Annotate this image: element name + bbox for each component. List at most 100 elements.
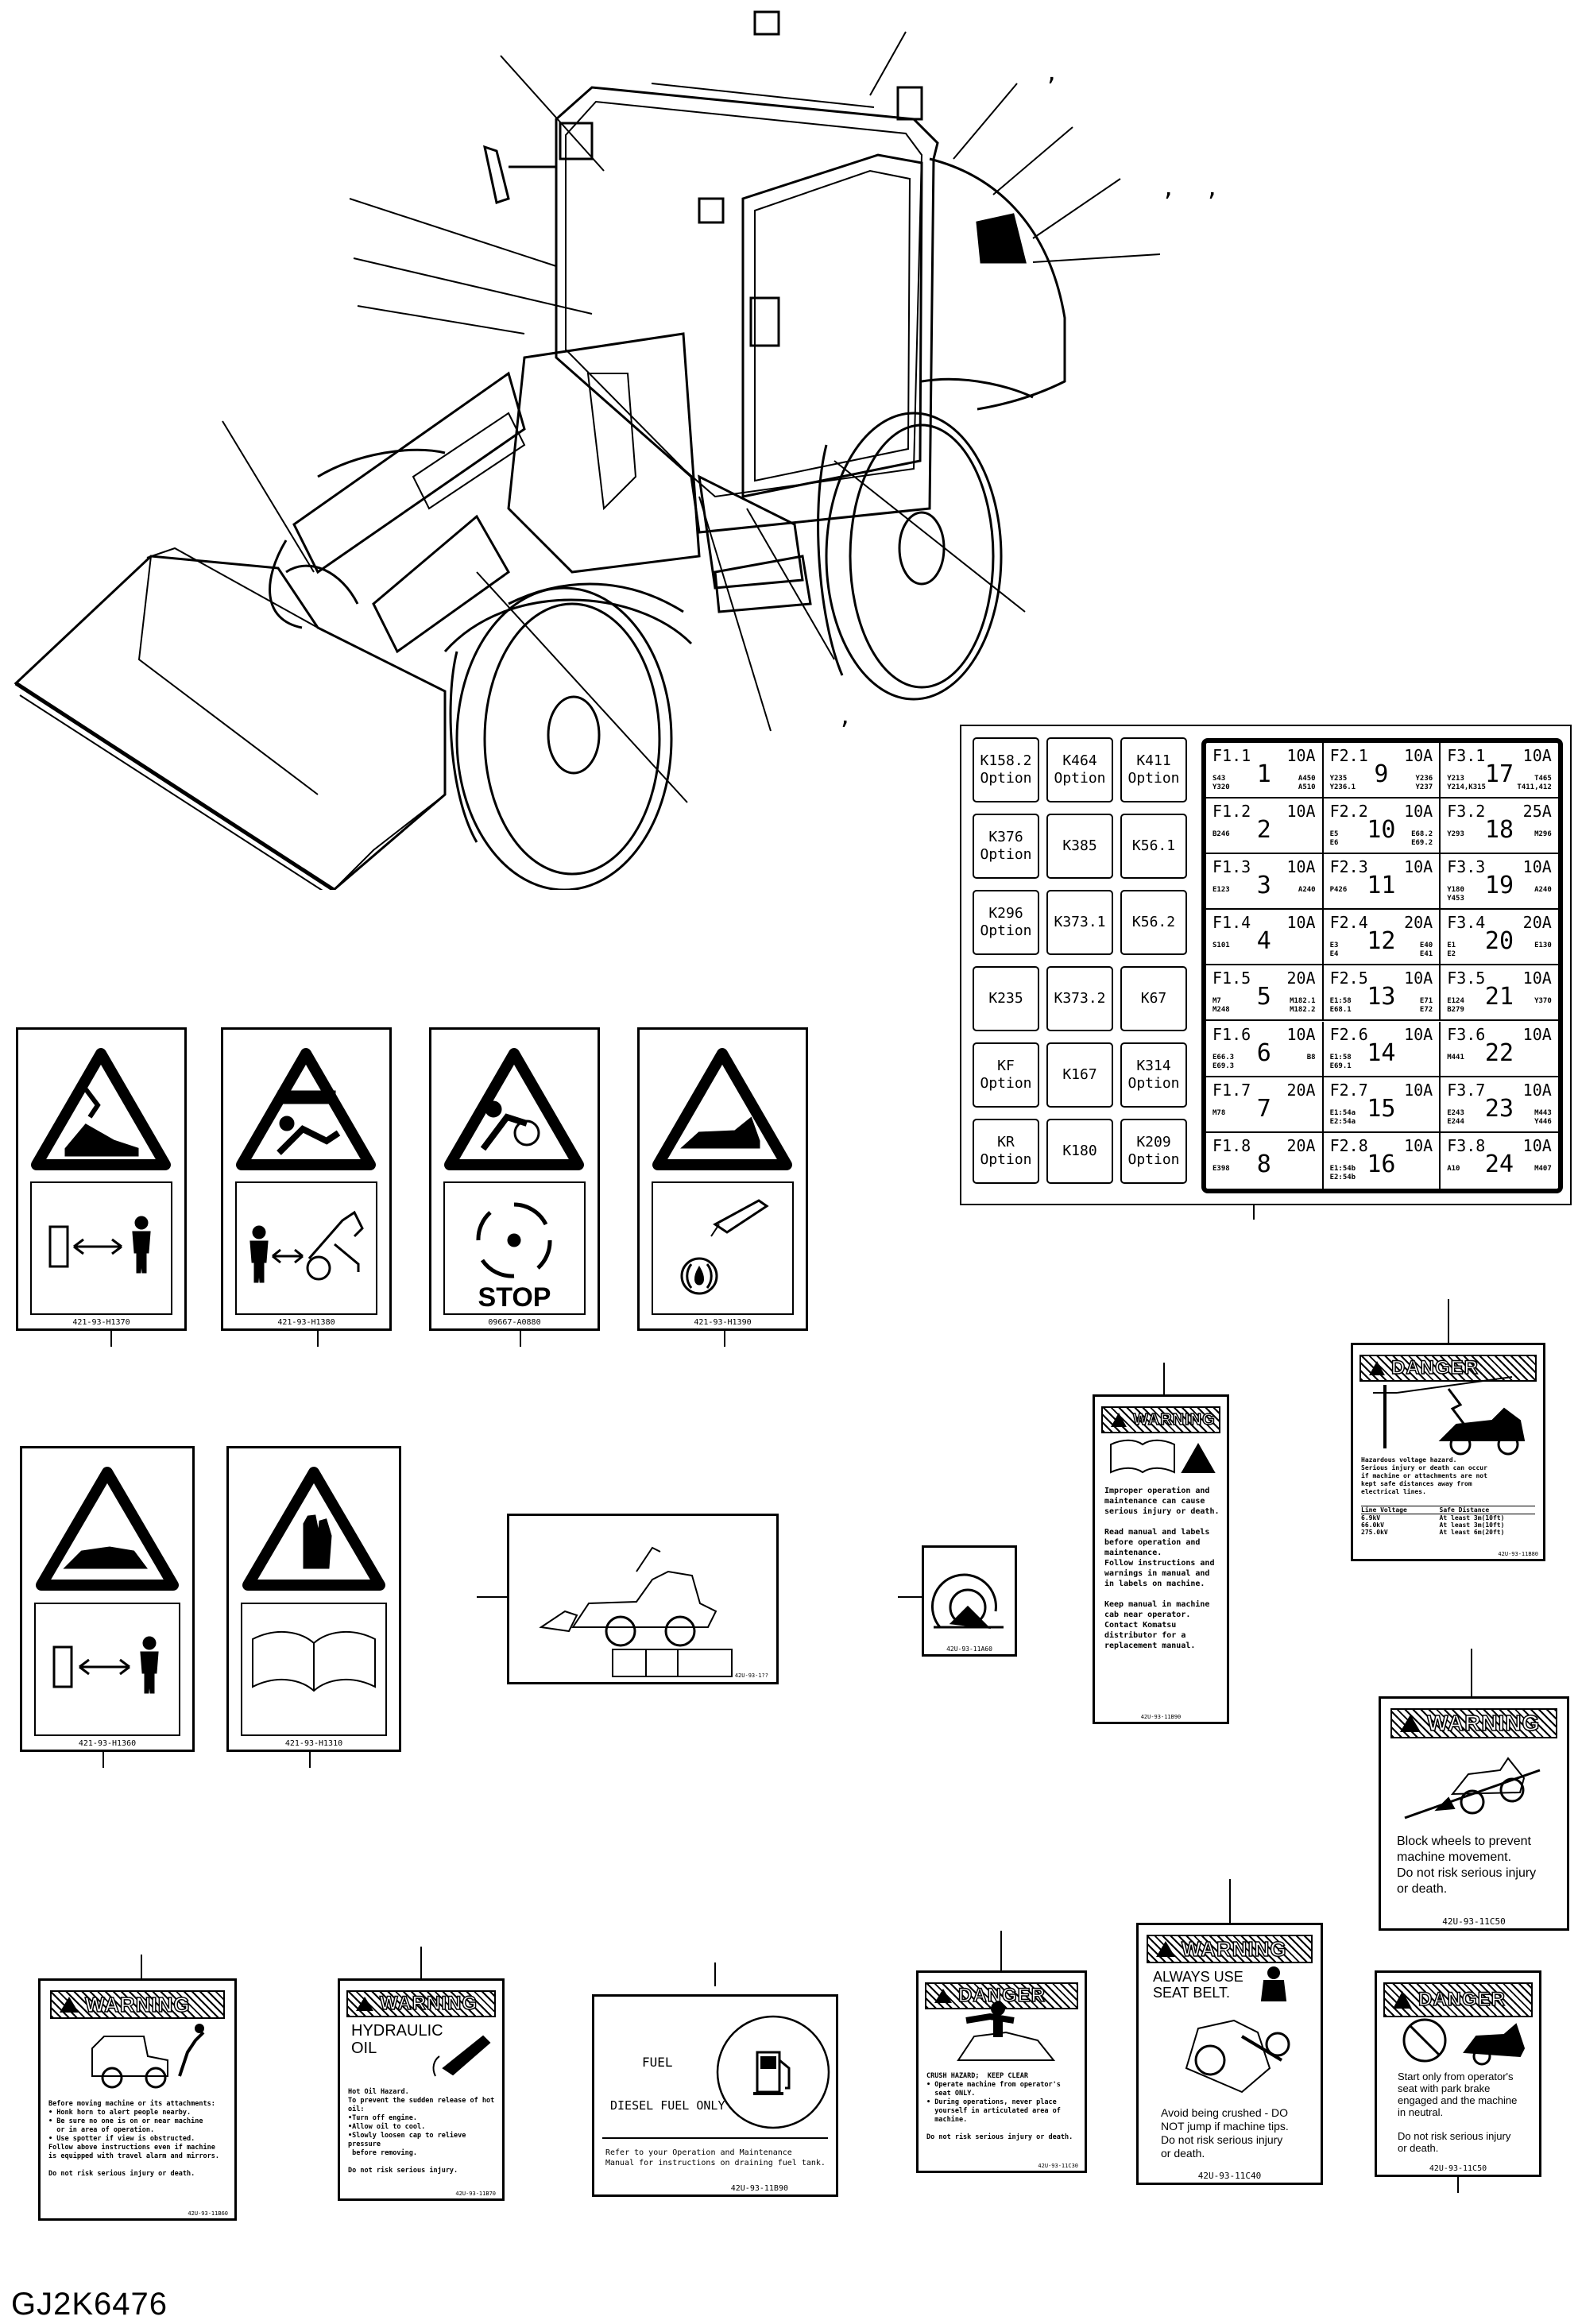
fuse-circuits-right: Y370	[1534, 997, 1552, 1006]
relay-box: K56.2	[1120, 890, 1187, 955]
relay-box: K373.1	[1046, 890, 1113, 955]
fuse-circuits-left: S101	[1213, 942, 1230, 950]
fuse-rating: 10A	[1522, 1135, 1552, 1155]
fuse-circuits-left: E1:58 E68.1	[1329, 997, 1352, 1015]
relay-box: K411 Option	[1120, 737, 1187, 802]
decal-pictogram-6: 421-93-H1310	[226, 1446, 401, 1752]
fuse-circuits-right: A450 A510	[1298, 775, 1316, 791]
relay-box: KF Option	[973, 1042, 1039, 1108]
relay-box: K56.1	[1120, 814, 1187, 879]
fuse-number: 18	[1484, 816, 1514, 845]
fuse-circuits-left: E243 E244	[1447, 1108, 1464, 1126]
relay-box: K158.2 Option	[973, 737, 1039, 802]
warning-header: WARNING	[84, 1992, 191, 2017]
fuse-rating: 25A	[1522, 802, 1552, 822]
fuse-circuits-left: Y180 Y453	[1447, 886, 1464, 903]
leader-lines	[222, 31, 1161, 803]
fuse-circuits-left: E124 B279	[1447, 997, 1464, 1015]
fuse-id: F1.6	[1213, 1024, 1251, 1044]
fuel-instructions: Refer to your Operation and Maintenance …	[605, 2148, 826, 2167]
fuse-rating: 10A	[1522, 857, 1552, 877]
fuse-id: F1.3	[1213, 857, 1251, 877]
fuse-id: F3.2	[1447, 802, 1486, 822]
warning-header: WARNING	[1181, 1936, 1287, 1962]
relay-box: K373.2	[1046, 966, 1113, 1031]
decal-hydraulic-diagram: 42U-93-1??	[507, 1514, 779, 1684]
relay-box: K385	[1046, 814, 1113, 879]
hydraulic-oil-code: 42U-93-11B70	[455, 2191, 496, 2197]
fuse-number: 7	[1256, 1094, 1271, 1123]
fuse-number: 9	[1374, 760, 1389, 788]
fuse-circuits-left: S43 Y320	[1213, 775, 1230, 791]
fuse-id: F2.6	[1329, 1024, 1368, 1044]
relay-box: K235	[973, 966, 1039, 1031]
fuse-circuits-right: M407	[1534, 1164, 1552, 1173]
seat-belt-code: 42U-93-11C40	[1197, 2171, 1262, 2181]
fuse-id: F3.6	[1447, 1024, 1486, 1044]
fuse-rating: 20A	[1286, 969, 1316, 988]
fuse-number: 5	[1256, 983, 1271, 1011]
fuse-circuits-left: E1 E2	[1447, 942, 1456, 959]
fuse-number: 23	[1484, 1094, 1514, 1123]
decal-manual-warning: WARNING Improper operation and maintenan…	[1093, 1394, 1229, 1724]
fuse-circuits-right: A240	[1298, 886, 1316, 895]
danger-header: DANGER	[1390, 1356, 1479, 1379]
fuse-id: F2.1	[1329, 746, 1368, 765]
fuse-circuits-left: M78	[1213, 1108, 1226, 1117]
fuse-id: F3.1	[1447, 746, 1486, 765]
fuse-number: 24	[1484, 1150, 1514, 1178]
decal-start-danger: DANGER Start only from operator's seat w…	[1375, 1970, 1541, 2177]
danger-header: DANGER	[1417, 1988, 1506, 2011]
front-wheel	[443, 586, 693, 890]
fuse-rating: 10A	[1522, 969, 1552, 988]
fuse-id: F3.5	[1447, 969, 1486, 988]
fuse-number: 21	[1484, 983, 1514, 1011]
decal-pictogram-3: STOP 09667-A0880	[429, 1027, 600, 1331]
fuse-rating: 10A	[1404, 969, 1433, 988]
rear-wheel	[817, 412, 1003, 701]
attachments-warning-code: 42U-93-11B60	[188, 2210, 228, 2217]
decal-attachments-warning: WARNING Before moving machine or its att…	[38, 1978, 237, 2221]
fuse-rating: 10A	[1404, 802, 1433, 822]
hydraulic-oil-text: Hot Oil Hazard. To prevent the sudden re…	[348, 2088, 495, 2175]
seat-belt-text: Avoid being crushed - DO NOT jump if mac…	[1161, 2106, 1289, 2160]
relay-box: KR Option	[973, 1119, 1039, 1184]
fuse-number: 15	[1367, 1094, 1396, 1123]
pictogram-code: 09667-A0880	[488, 1318, 541, 1327]
fuse-number: 20	[1484, 927, 1514, 956]
decal-hydraulic-oil: WARNING HYDRAULIC OIL Hot Oil Hazard. To…	[338, 1978, 505, 2201]
pictogram-code: 421-93-H1360	[78, 1739, 137, 1748]
relay-box: K180	[1046, 1119, 1113, 1184]
fuse-rating: 10A	[1522, 1080, 1552, 1100]
wheel-loader-illustration	[14, 10, 1161, 890]
warning-header: WARNING	[379, 1992, 478, 2015]
distance-cell: At least 6m(20ft)	[1439, 1529, 1505, 1536]
decal-pictogram-4: 421-93-H1390	[637, 1027, 808, 1331]
fuse-id: F2.8	[1329, 1135, 1368, 1155]
fuse-number: 19	[1484, 872, 1514, 900]
fuse-number: 8	[1256, 1150, 1271, 1178]
relay-box: K67	[1120, 966, 1187, 1031]
fuse-id: F1.1	[1213, 746, 1251, 765]
fuse-rating: 10A	[1404, 1135, 1433, 1155]
fuse-circuits-right: E68.2 E69.2	[1411, 830, 1433, 848]
start-danger-code: 42U-93-11C50	[1429, 2164, 1487, 2173]
crush-danger-code: 42U-93-11C30	[1038, 2163, 1078, 2169]
fuse-circuits-right: M296	[1534, 830, 1552, 839]
fuse-circuits-right: T465 T411,412	[1517, 775, 1552, 791]
fuse-circuits-right: A240	[1534, 886, 1552, 895]
fuse-rating: 10A	[1522, 1024, 1552, 1044]
cab	[482, 10, 939, 534]
fuse-circuits-left: B246	[1213, 830, 1230, 839]
comma-mark-4: ,	[841, 699, 849, 731]
fuse-id: F3.3	[1447, 857, 1486, 877]
